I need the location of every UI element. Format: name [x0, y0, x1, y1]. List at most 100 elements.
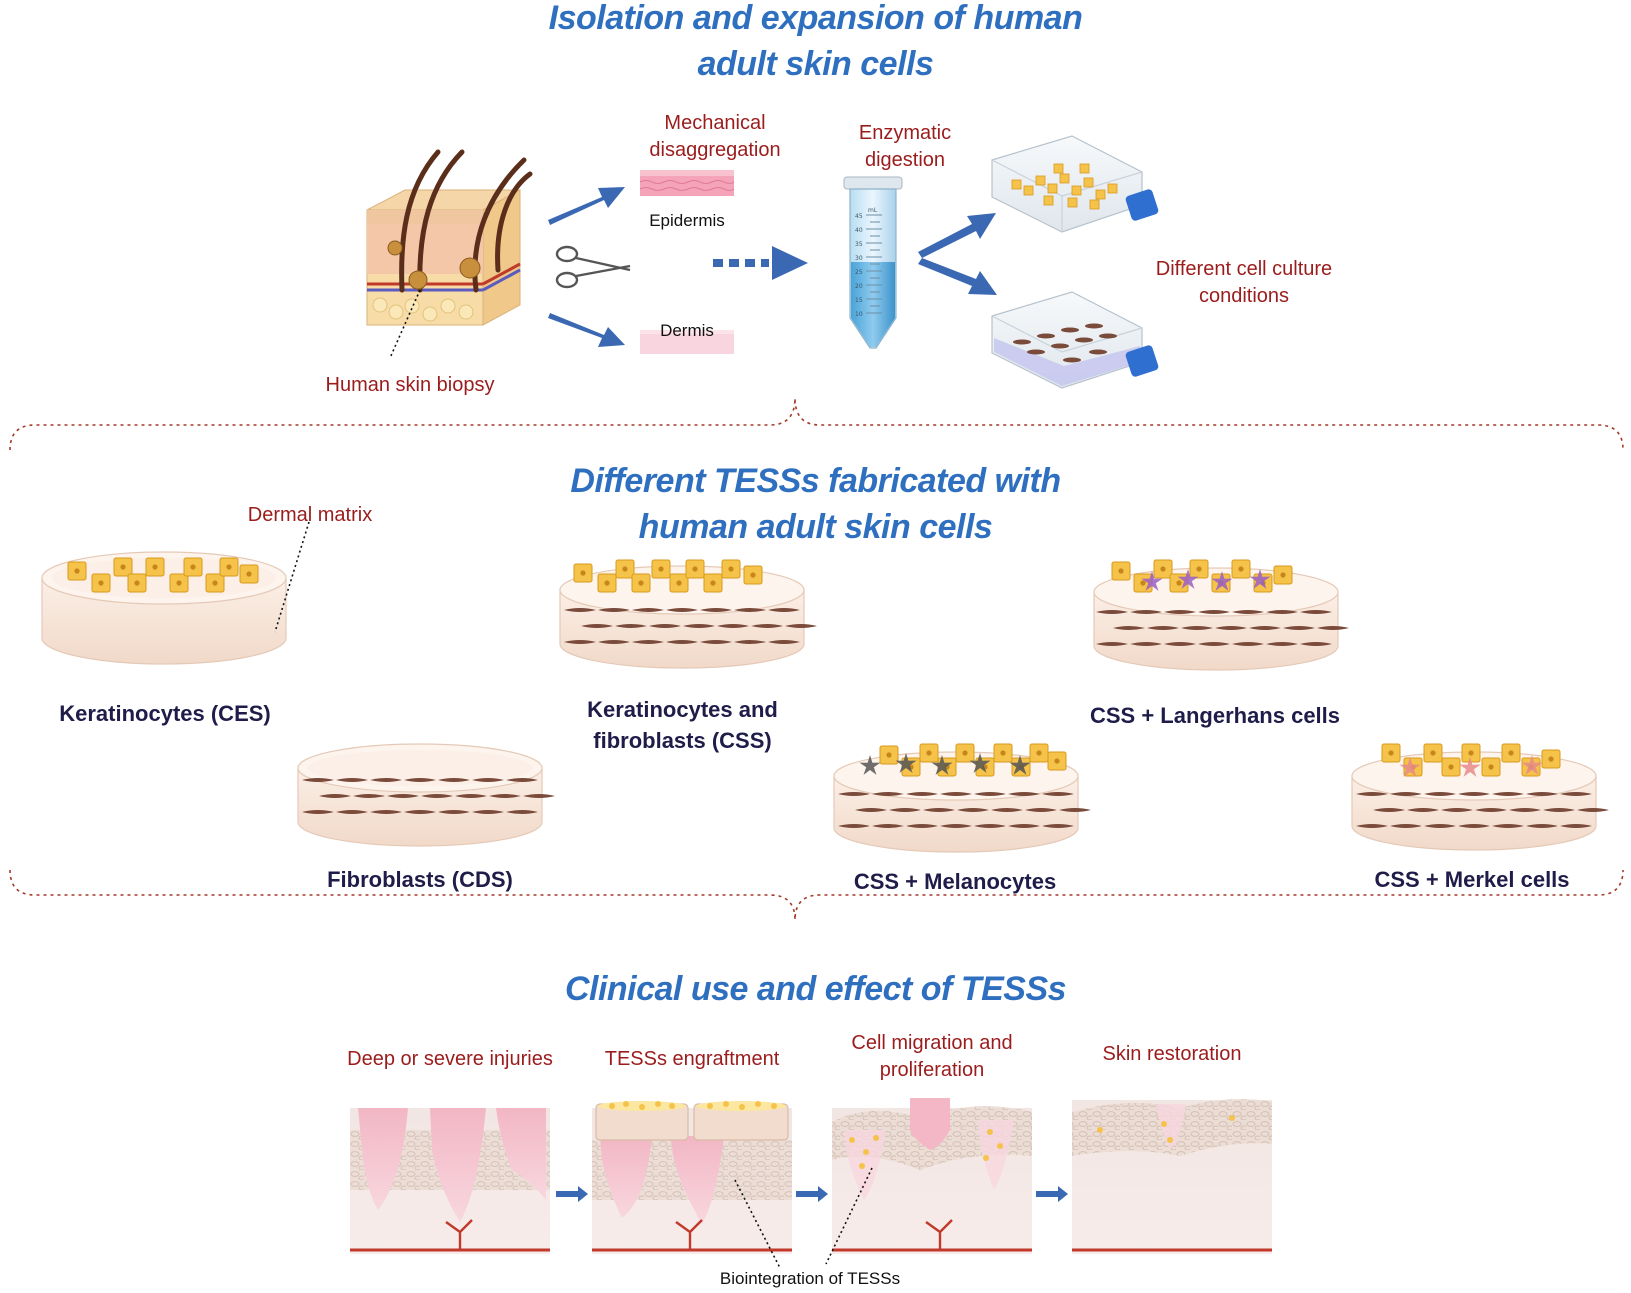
fibroblast-cell	[598, 640, 630, 644]
split-arrows	[548, 187, 625, 347]
tube-scale-20: 20	[855, 283, 863, 290]
enzymatic-label-line2: digestion	[864, 149, 946, 171]
fibroblast-cell	[1164, 610, 1196, 614]
fibroblast-cell	[717, 624, 749, 628]
fibroblast-cell	[1042, 824, 1074, 828]
dermal-matrix-leader	[274, 521, 310, 633]
fibroblast-cell	[370, 810, 402, 814]
epidermis-sheet	[639, 170, 735, 196]
fibroblast-cell	[923, 808, 955, 812]
biointegration-leader-left	[734, 1179, 781, 1269]
tube-scale-30: 30	[855, 255, 863, 262]
fibroblast-cell	[523, 794, 555, 798]
fibroblast-cell	[564, 640, 596, 644]
fibroblast-cell	[1424, 792, 1456, 796]
keratinocyte-nucleus	[1196, 566, 1202, 572]
culture-flask-fibroblasts	[991, 291, 1159, 389]
fibroblast-cell	[1356, 792, 1388, 796]
mechanical-label-line1: Mechanical	[664, 112, 766, 134]
fibroblast-cell	[683, 624, 715, 628]
fibroblast-cell	[974, 824, 1006, 828]
section3-title: Clinical use and effect of TESSs	[564, 970, 1067, 1008]
keratinocyte-nucleus	[1508, 750, 1514, 756]
fibroblast-cell	[889, 808, 921, 812]
fibroblast-cell	[1096, 642, 1128, 646]
fibroblast-cell	[302, 778, 334, 782]
keratinocyte-nucleus	[246, 571, 252, 577]
fibroblast-cell	[768, 608, 800, 612]
panel-engraftment	[592, 1101, 792, 1254]
keratinocyte-nucleus	[74, 568, 80, 574]
fibroblast-cell	[1266, 642, 1298, 646]
keratinocyte-nucleus	[580, 570, 586, 576]
section1-title-line2: adult skin cells	[697, 45, 934, 83]
fibroblast-cell	[1509, 808, 1541, 812]
keratinocyte-nucleus	[638, 580, 644, 586]
fibroblast-cell	[1215, 626, 1247, 630]
keratinocyte-nucleus	[1448, 764, 1454, 770]
fibroblast-cell	[632, 640, 664, 644]
fibroblast-cell	[1300, 610, 1332, 614]
fibroblast-cell	[734, 640, 766, 644]
fibroblast-cell	[632, 608, 664, 612]
fibroblast-cell	[838, 792, 870, 796]
melanocyte-cell	[859, 755, 881, 775]
merkel-cell	[1459, 757, 1481, 777]
label-migration-line2: proliferation	[879, 1059, 985, 1081]
fibroblast-cell	[1492, 792, 1524, 796]
label-css-line1: Keratinocytes and	[587, 697, 778, 722]
fibroblast-cell	[1181, 626, 1213, 630]
keratinocyte-nucleus	[1036, 750, 1042, 756]
tube-scale-15: 15	[855, 297, 863, 304]
label-biointegration: Biointegration of TESSs	[719, 1269, 901, 1288]
enzymatic-label-line1: Enzymatic	[858, 122, 952, 144]
keratinocyte-nucleus	[1118, 568, 1124, 574]
keratinocyte-nucleus	[1238, 566, 1244, 572]
fibroblast-cell	[1249, 626, 1281, 630]
culture-label-line2: conditions	[1198, 285, 1290, 307]
fibroblast-cell	[768, 640, 800, 644]
fibroblast-cell	[370, 778, 402, 782]
fibroblast-cell	[387, 794, 419, 798]
fibroblast-cell	[438, 778, 470, 782]
arrow-panel-2-3	[796, 1186, 828, 1202]
fibroblast-cell	[906, 824, 938, 828]
fibroblast-cell	[666, 640, 698, 644]
fibroblast-cell	[1113, 626, 1145, 630]
flask-arrows	[918, 213, 997, 295]
fibroblast-cell	[1424, 824, 1456, 828]
culture-label-line1: Different cell culture	[1155, 258, 1333, 280]
keratinocyte-nucleus	[692, 566, 698, 572]
fibroblast-cell	[1356, 824, 1388, 828]
tube-scale-40: 40	[855, 227, 863, 234]
tube-scale-25: 25	[855, 269, 863, 276]
keratinocyte-nucleus	[604, 580, 610, 586]
keratinocyte-nucleus	[962, 750, 968, 756]
dotted-arrow	[713, 246, 808, 280]
arrow-panel-1-2	[556, 1186, 588, 1202]
fibroblast-cell	[1232, 642, 1264, 646]
langerhans-cell	[1249, 569, 1271, 589]
scissors-icon	[555, 245, 631, 289]
merkel-cell	[1521, 755, 1543, 775]
melanocyte-cell	[1009, 755, 1031, 775]
keratinocyte-nucleus	[1176, 580, 1182, 586]
fibroblast-cell	[489, 794, 521, 798]
fibroblast-cell	[974, 792, 1006, 796]
fibroblast-cell	[940, 824, 972, 828]
label-css-line2: fibroblasts (CSS)	[593, 728, 772, 753]
keratinocyte-nucleus	[710, 580, 716, 586]
fibroblast-cell	[1232, 610, 1264, 614]
fibroblast-cell	[564, 608, 596, 612]
mechanical-label-line2: disaggregation	[649, 139, 781, 161]
fibroblast-cell	[421, 794, 453, 798]
fibroblast-cell	[906, 792, 938, 796]
fibroblast-cell	[957, 808, 989, 812]
keratinocyte-nucleus	[676, 580, 682, 586]
keratinocyte-nucleus	[926, 750, 932, 756]
keratinocyte-nucleus	[176, 580, 182, 586]
label-melanocytes: CSS + Melanocytes	[853, 869, 1057, 894]
keratinocyte-nucleus	[190, 564, 196, 570]
keratinocyte-nucleus	[1160, 566, 1166, 572]
